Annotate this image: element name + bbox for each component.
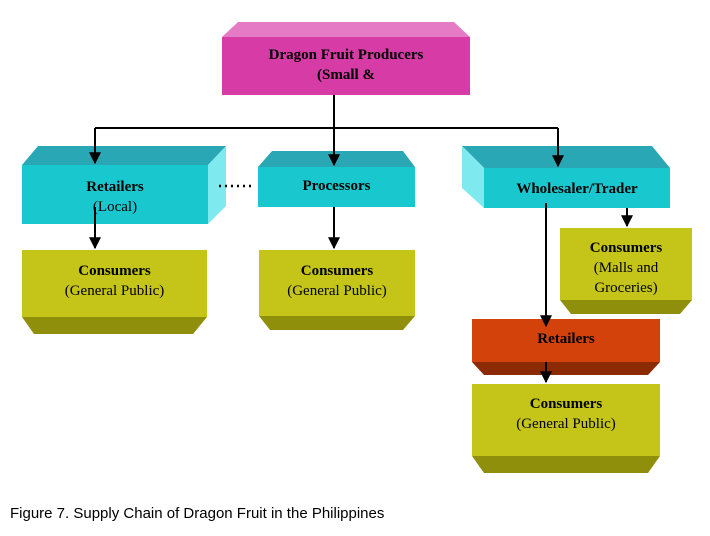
consumers-malls-label: Consumers (Malls and Groceries): [560, 238, 692, 298]
consumers-bottom-label: Consumers (General Public): [472, 394, 660, 434]
producers-box: [222, 22, 470, 95]
consumers-bottom-box: [472, 384, 660, 473]
retailers-local-box: [22, 146, 226, 224]
consumers-malls-box: [560, 228, 692, 314]
consumers-mid-title: Consumers: [300, 263, 374, 279]
consumers-bottom-subtitle: (General Public): [516, 416, 616, 432]
processors-label: Processors: [258, 176, 415, 196]
retailers-right-box: [472, 319, 660, 375]
retailers-local-label: Retailers (Local): [22, 177, 208, 217]
consumers-malls-title: Consumers: [589, 240, 663, 256]
figure-caption: Figure 7. Supply Chain of Dragon Fruit i…: [10, 505, 385, 522]
processors-title: Processors: [302, 178, 371, 194]
consumers-left-title: Consumers: [78, 263, 151, 279]
consumers-mid-subtitle: (General Public): [287, 283, 387, 299]
wholesaler-box: [462, 146, 670, 208]
retailers-right-label: Retailers: [472, 329, 660, 349]
producers-label: Dragon Fruit Producers (Small &: [222, 45, 470, 85]
consumers-bottom-title: Consumers: [529, 396, 603, 412]
retailers-right-title: Retailers: [537, 331, 595, 347]
consumers-left-subtitle: (General Public): [64, 283, 165, 299]
consumers-left-label: Consumers (General Public): [22, 261, 207, 301]
consumers-mid-box: [259, 250, 415, 330]
retailers-local-title: Retailers: [86, 179, 144, 195]
consumers-mid-label: Consumers (General Public): [259, 261, 415, 301]
wholesaler-label: Wholesaler/Trader: [484, 179, 670, 199]
consumers-malls-sub2: Groceries): [594, 280, 658, 296]
producers-title: Dragon Fruit Producers: [268, 47, 424, 63]
producers-subtitle: (Small &: [317, 67, 375, 83]
connectors: [89, 95, 633, 384]
consumers-left-box: [22, 250, 207, 334]
consumers-malls-sub1: (Malls and: [593, 260, 659, 276]
wholesaler-title: Wholesaler/Trader: [516, 181, 638, 197]
retailers-local-subtitle: (Local): [92, 199, 138, 215]
